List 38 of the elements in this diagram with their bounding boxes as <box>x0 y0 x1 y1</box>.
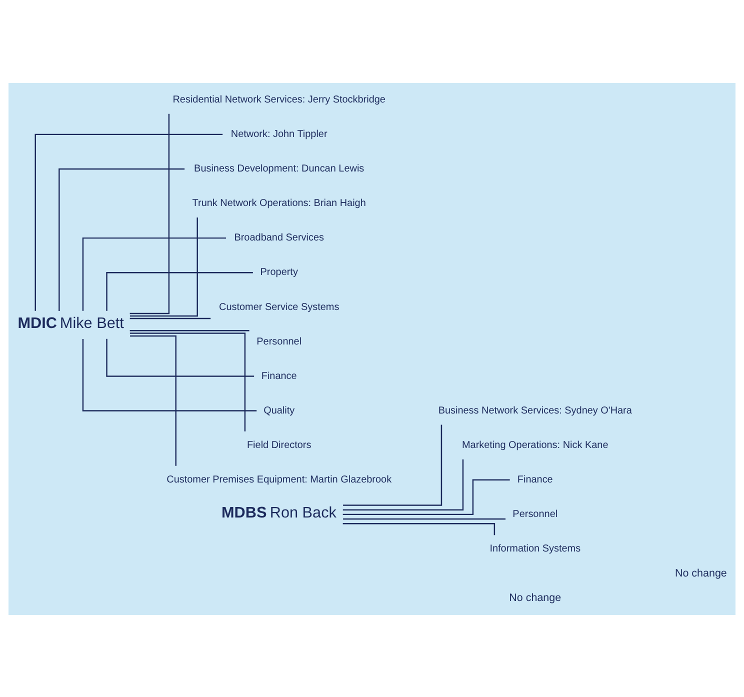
connector <box>130 329 250 331</box>
connector <box>106 338 254 376</box>
connector <box>130 334 176 466</box>
node-text: Personnel <box>512 508 558 520</box>
label: No change <box>509 591 562 604</box>
connector <box>130 217 198 316</box>
node-text: Information Systems <box>490 543 581 554</box>
node-text: Marketing Operations: Nick Kane <box>462 439 608 450</box>
node-text: Field Directors <box>246 439 312 450</box>
connector <box>342 478 510 515</box>
connector <box>342 522 496 535</box>
node-text: Residential Network Services: Jerry Stockbridge <box>172 94 386 105</box>
node-text: Trunk Network Operations: Brian Haigh <box>192 198 366 209</box>
node-text: Business Development: Duncan Lewis <box>194 163 364 174</box>
node-text: MDBS Ron Back <box>222 504 336 522</box>
connector <box>34 133 223 310</box>
connector <box>82 236 226 310</box>
connector <box>342 458 464 510</box>
node-text: Personnel <box>256 336 302 347</box>
connector <box>343 518 506 520</box>
node-text: Network: John Tippler <box>230 128 328 140</box>
node-text: Finance <box>261 370 297 382</box>
node-text: Customer Premises Equipment: Martin Glazebrook <box>166 474 392 485</box>
node-text: Property <box>260 266 298 278</box>
connector <box>82 338 257 411</box>
connector <box>343 424 442 506</box>
node-text: MDIC Mike Bett <box>18 314 124 332</box>
node-text: Quality <box>264 404 295 416</box>
connector <box>106 272 253 310</box>
connector <box>130 317 211 319</box>
connector <box>130 113 170 314</box>
label: No change <box>674 566 727 579</box>
node-text: Customer Service Systems <box>219 301 340 312</box>
node-text: Finance <box>517 474 553 485</box>
connector <box>130 332 246 431</box>
node-text: Broadband Services <box>234 232 324 244</box>
node-text: Business Network Services: Sydney O'Hara <box>438 404 632 416</box>
connector <box>58 168 185 310</box>
